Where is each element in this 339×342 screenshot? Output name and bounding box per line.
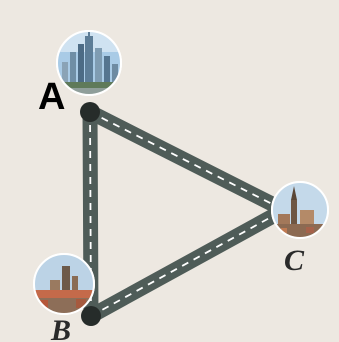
road-b-c — [83, 202, 292, 324]
junction-a — [80, 102, 100, 122]
node-b-label: B — [50, 314, 71, 342]
city-a-photo — [56, 30, 122, 96]
city-b-photo — [33, 253, 95, 315]
road-a-c — [82, 104, 292, 218]
node-c-label: C — [284, 244, 305, 277]
node-a-label: A — [38, 76, 65, 118]
city-c-photo — [271, 181, 329, 239]
junction-b — [81, 306, 101, 326]
